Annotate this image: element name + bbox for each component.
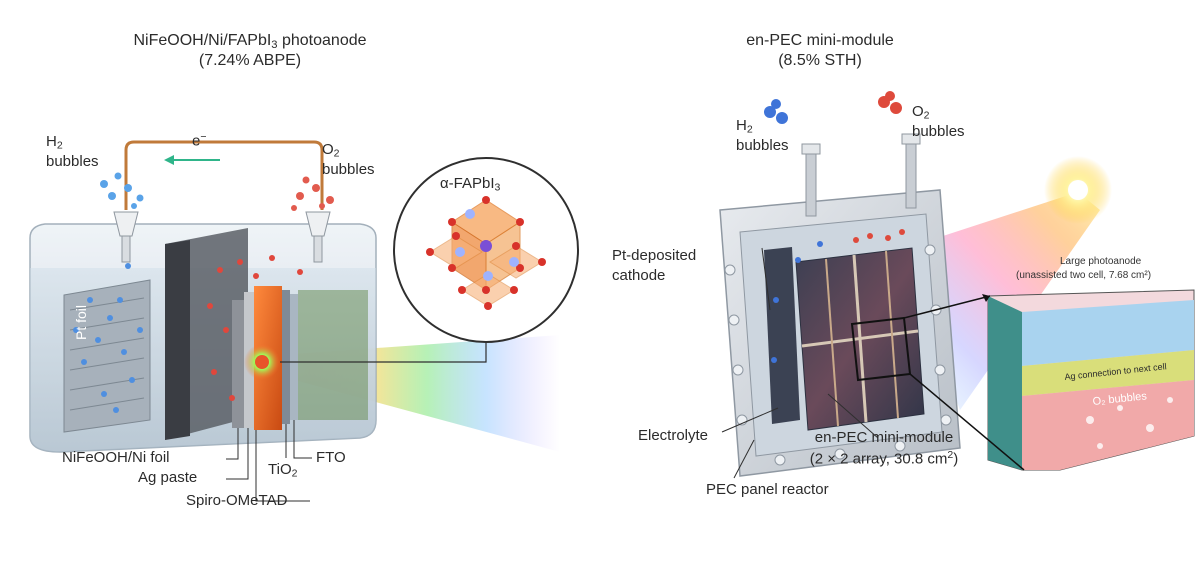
right-h2-symbol: H <box>736 117 747 134</box>
right-h2-bubbles-word: bubbles <box>736 138 789 155</box>
left-panel-title: NiFeOOH/Ni/FAPbI3 photoanode <box>110 32 390 51</box>
right-h2-subscript: 2 <box>747 124 753 136</box>
right-o2-subscript: 2 <box>924 110 930 122</box>
pt-foil-label: Pt foil <box>74 305 90 340</box>
tio2-label: TiO2 <box>268 462 297 480</box>
left-o2-bubbles-word: bubbles <box>322 162 375 179</box>
panel-reactor-label: PEC panel reactor <box>706 482 829 499</box>
h2-escape-bubbles <box>100 173 144 210</box>
right-h2-label: H2 <box>736 118 753 136</box>
spiro-ometad-label: Spiro-OMeTAD <box>186 493 287 510</box>
ag-paste-label: Ag paste <box>138 470 197 487</box>
large-photoanode-label: Large photoanode <box>1060 256 1141 267</box>
left-title-main: NiFeOOH/Ni/FAPbI <box>133 32 271 49</box>
pt-cathode-label-line1: Pt-deposited <box>612 248 696 265</box>
nifeooh-ni-foil-label: NiFeOOH/Ni foil <box>62 450 170 467</box>
right-panel-subtitle: (8.5% STH) <box>740 52 900 70</box>
external-wire <box>126 142 322 210</box>
pt-cathode-label-line2: cathode <box>612 268 665 285</box>
right-o2-label: O2 <box>912 104 930 122</box>
tio2-text: TiO <box>268 461 292 478</box>
left-o2-label: O2 <box>322 142 340 160</box>
nifeooh-ni-foil-layer <box>232 300 244 428</box>
fto-layer <box>290 294 298 420</box>
electrolyte-label: Electrolyte <box>638 428 708 445</box>
crystal-label: α-FAPbI3 <box>440 176 500 194</box>
right-o2-symbol: O <box>912 103 924 120</box>
module-label-line2-text: (2 × 2 array, 30.8 cm <box>810 450 948 467</box>
crystal-label-subscript: 3 <box>495 182 501 194</box>
photoanode-inset <box>988 290 1194 470</box>
left-h2-bubbles-word: bubbles <box>46 154 99 171</box>
left-o2-symbol: O <box>322 141 334 158</box>
left-title-suffix: photoanode <box>278 32 367 49</box>
left-h2-subscript: 2 <box>57 140 63 152</box>
module-label-line2-close: ) <box>953 450 958 467</box>
large-photoanode-detail: (unassisted two cell, 7.68 cm²) <box>1016 270 1151 281</box>
electron-label: e− <box>192 132 206 150</box>
left-o2-subscript: 2 <box>334 148 340 160</box>
tio2-subscript: 2 <box>292 468 298 480</box>
module-label-line2: (2 × 2 array, 30.8 cm2) <box>786 450 982 468</box>
fto-label: FTO <box>316 450 346 467</box>
o2-escape-bubbles <box>291 177 334 212</box>
module-label-line1: en-PEC mini-module <box>786 430 982 447</box>
electron-superscript: − <box>200 131 206 143</box>
left-h2-label: H2 <box>46 134 63 152</box>
crystal-label-text: α-FAPbI <box>440 175 495 192</box>
right-panel-title: en-PEC mini-module <box>700 32 940 50</box>
tio2-layer <box>282 290 290 424</box>
left-panel-subtitle: (7.24% ABPE) <box>160 52 340 70</box>
left-h2-symbol: H <box>46 133 57 150</box>
right-o2-bubbles-word: bubbles <box>912 124 965 141</box>
